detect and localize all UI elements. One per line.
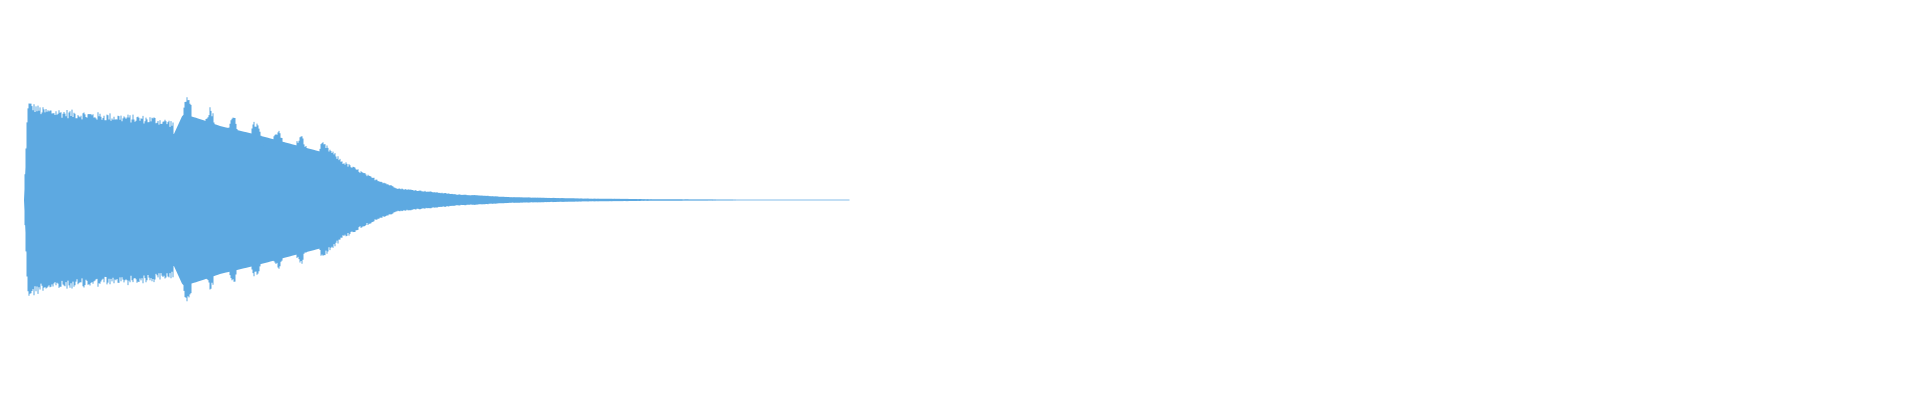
waveform-path — [24, 97, 850, 302]
waveform-signal — [24, 97, 850, 302]
